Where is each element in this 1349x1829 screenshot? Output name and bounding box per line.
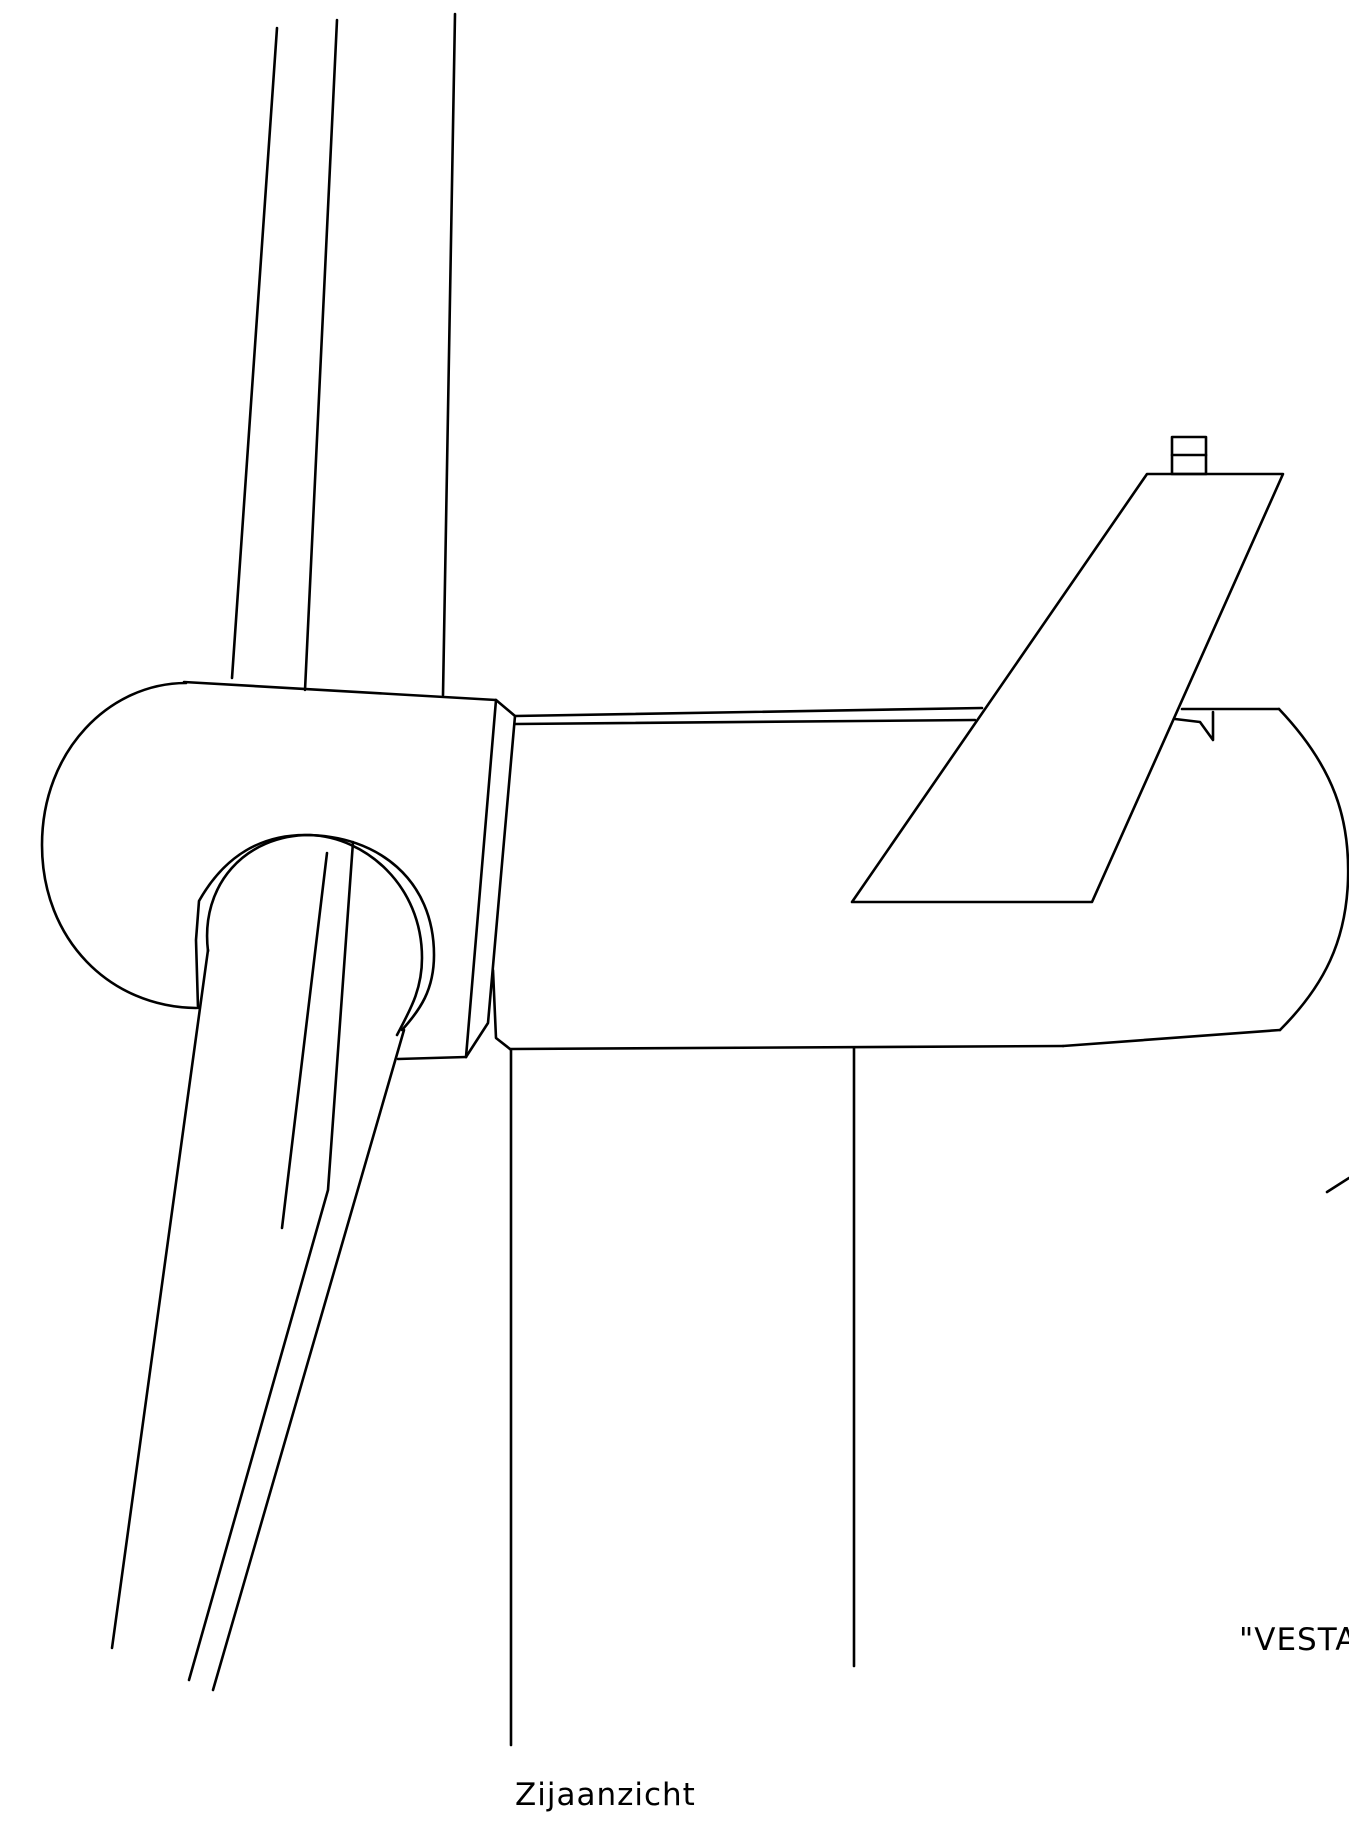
- hub-flange: [464, 698, 517, 1059]
- blade-root-ring-inner: [205, 833, 424, 1037]
- view-caption-label: Zijaanzicht: [515, 1777, 696, 1813]
- hub: [40, 680, 517, 1061]
- upper-blade-edge-right: [441, 12, 457, 697]
- lower-blade-edge-left: [110, 948, 210, 1650]
- nacelle: [508, 706, 1349, 1051]
- upper-blade-edge-mid: [303, 18, 339, 692]
- model-name-fragment-label: "VESTA: [1239, 1622, 1349, 1658]
- blade-root-ring-outer: [194, 833, 436, 1032]
- wind-vane: [850, 435, 1285, 904]
- wind-vane-fin: [850, 472, 1285, 904]
- nacelle-rear-arc: [1277, 707, 1349, 1032]
- lower-blade-inner-edge: [187, 840, 355, 1682]
- hub-right-edge: [464, 698, 498, 1059]
- lower-blade: [110, 840, 406, 1692]
- nacelle-bottom-edge-rear: [1061, 1028, 1282, 1048]
- nacelle-roof-step: [1173, 710, 1215, 742]
- upper-blade-edge-left: [230, 26, 279, 680]
- hub-bottom-edge: [396, 1055, 468, 1061]
- hub-top-edge: [182, 680, 498, 702]
- lower-blade-center-line: [280, 851, 329, 1230]
- nacelle-top-edge-inner: [513, 718, 977, 726]
- lower-blade-edge-right: [211, 1028, 406, 1692]
- hub-flange-lower: [491, 968, 512, 1051]
- cropped-fragment-line: [1325, 1176, 1349, 1194]
- nacelle-top-edge: [513, 706, 984, 718]
- upper-blade: [230, 12, 457, 697]
- hub-outer-arc: [40, 681, 198, 1010]
- nacelle-bottom-edge: [508, 1044, 1065, 1051]
- tower: [509, 1046, 856, 1747]
